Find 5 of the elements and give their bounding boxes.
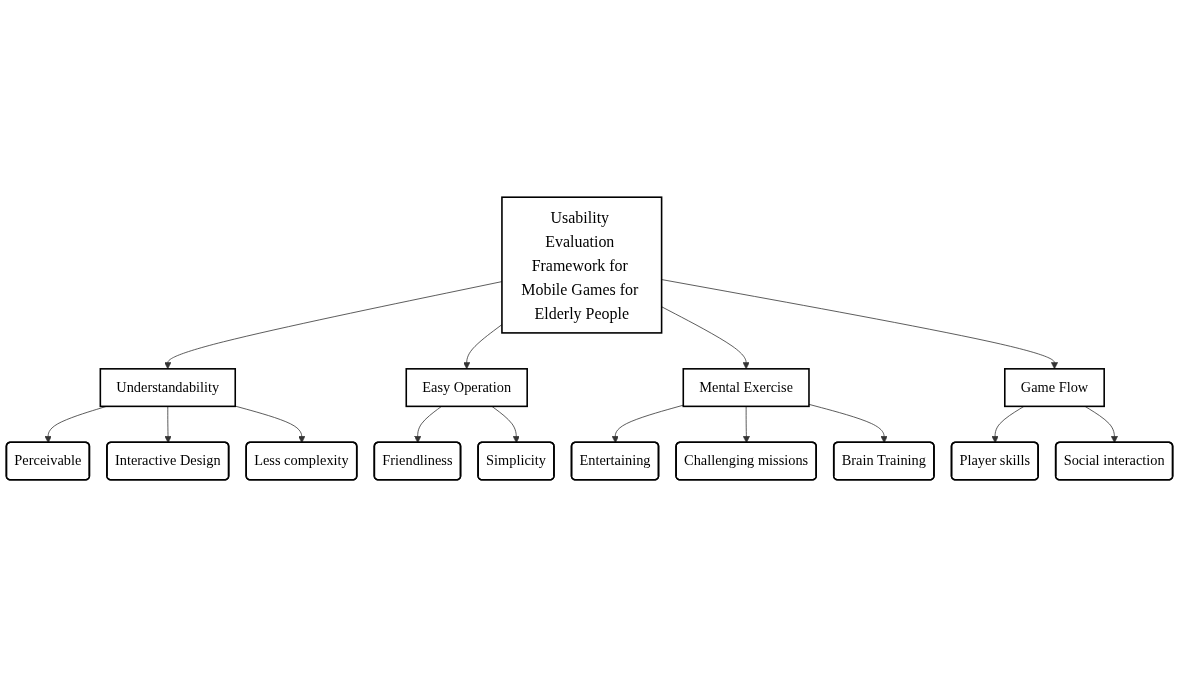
node-box: Understandability xyxy=(99,368,237,408)
node-box: Usability Evaluation Framework for Mobile Games for Elderly People xyxy=(501,196,663,334)
node-box: Easy Operation xyxy=(405,368,528,408)
node-box: Mental Exercise xyxy=(682,368,810,408)
node-box: Game Flow xyxy=(1004,368,1105,408)
